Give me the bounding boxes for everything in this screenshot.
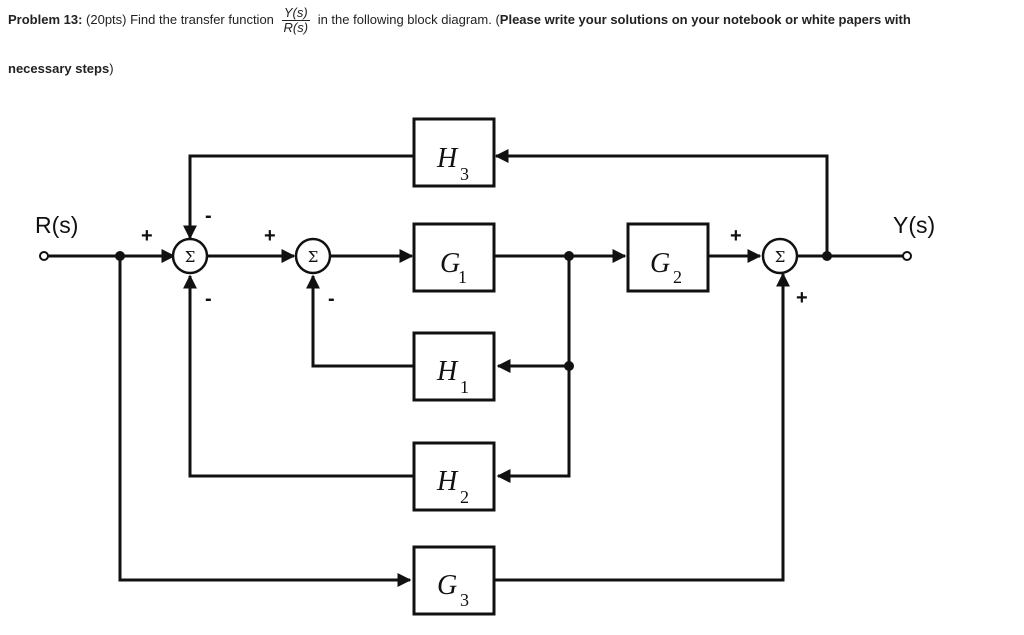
block-h1-label: H xyxy=(436,356,459,387)
wire-h3-to-sum1 xyxy=(183,154,413,240)
block-g3-subscript: 3 xyxy=(460,590,469,610)
problem-note-continued: necessary steps xyxy=(8,61,110,76)
sum3-sigma: Σ xyxy=(775,248,786,266)
input-terminal xyxy=(39,251,49,261)
wire-h2-to-sum1 xyxy=(183,274,413,478)
summing-junction-2: Σ xyxy=(294,237,332,275)
block-g2: G 2 xyxy=(626,222,710,293)
block-g1-subscript: 1 xyxy=(458,267,467,287)
wire-g1out-to-h2 xyxy=(496,366,571,483)
output-label: Y(s) xyxy=(893,212,935,238)
input-label: R(s) xyxy=(35,212,78,238)
summing-junction-1: Σ xyxy=(171,237,209,275)
block-g3: G 3 xyxy=(412,545,496,616)
output-terminal xyxy=(902,251,912,261)
problem-text: in the following block diagram. ( xyxy=(314,11,500,27)
wire-output-to-h3 xyxy=(494,149,829,256)
wire-input-to-g3 xyxy=(118,256,412,587)
wire-g1out-to-h1 xyxy=(496,256,571,373)
block-h3-subscript: 3 xyxy=(460,164,469,184)
problem-number: Problem 13: xyxy=(8,11,83,27)
sum2-sign-bottom: - xyxy=(328,288,335,310)
block-h3: H 3 xyxy=(412,117,496,188)
block-h2-label: H xyxy=(436,466,459,497)
summing-junction-3: Σ xyxy=(761,237,799,275)
problem-statement: Problem 13: (20pts) Find the transfer fu… xyxy=(8,6,911,35)
block-g1: G 1 xyxy=(412,222,496,293)
sum3-sign-left: + xyxy=(730,225,742,247)
sum1-sign-bottom: - xyxy=(205,288,212,310)
sum1-sign-left: + xyxy=(141,225,153,247)
problem-note: Please write your solutions on your note… xyxy=(499,11,911,27)
block-g1-label: G xyxy=(440,248,460,279)
fraction-denominator: R(s) xyxy=(283,20,309,35)
block-g2-subscript: 2 xyxy=(673,267,682,287)
sum2-sign-left: + xyxy=(264,225,276,247)
block-h2: H 2 xyxy=(412,441,496,512)
problem-statement-line2: necessary steps) xyxy=(8,61,114,77)
sum1-sigma: Σ xyxy=(185,248,196,266)
block-h1: H 1 xyxy=(412,331,496,402)
sum3-sign-bottom: + xyxy=(796,287,808,309)
wire-h1-to-sum2 xyxy=(306,274,413,368)
block-g2-label: G xyxy=(650,248,670,279)
sum2-sigma: Σ xyxy=(308,248,319,266)
block-g3-label: G xyxy=(437,570,457,601)
block-h1-subscript: 1 xyxy=(460,377,469,397)
wire-g3-to-sum3 xyxy=(492,272,790,582)
closing-paren: ) xyxy=(109,61,114,76)
fraction-numerator: Y(s) xyxy=(281,6,311,21)
sum1-sign-top: - xyxy=(205,205,212,227)
block-h3-label: H xyxy=(436,143,459,174)
block-h2-subscript: 2 xyxy=(460,487,469,507)
problem-points: (20pts) Find the transfer function xyxy=(82,11,278,27)
transfer-function-fraction: Y(s)R(s) xyxy=(281,6,311,35)
